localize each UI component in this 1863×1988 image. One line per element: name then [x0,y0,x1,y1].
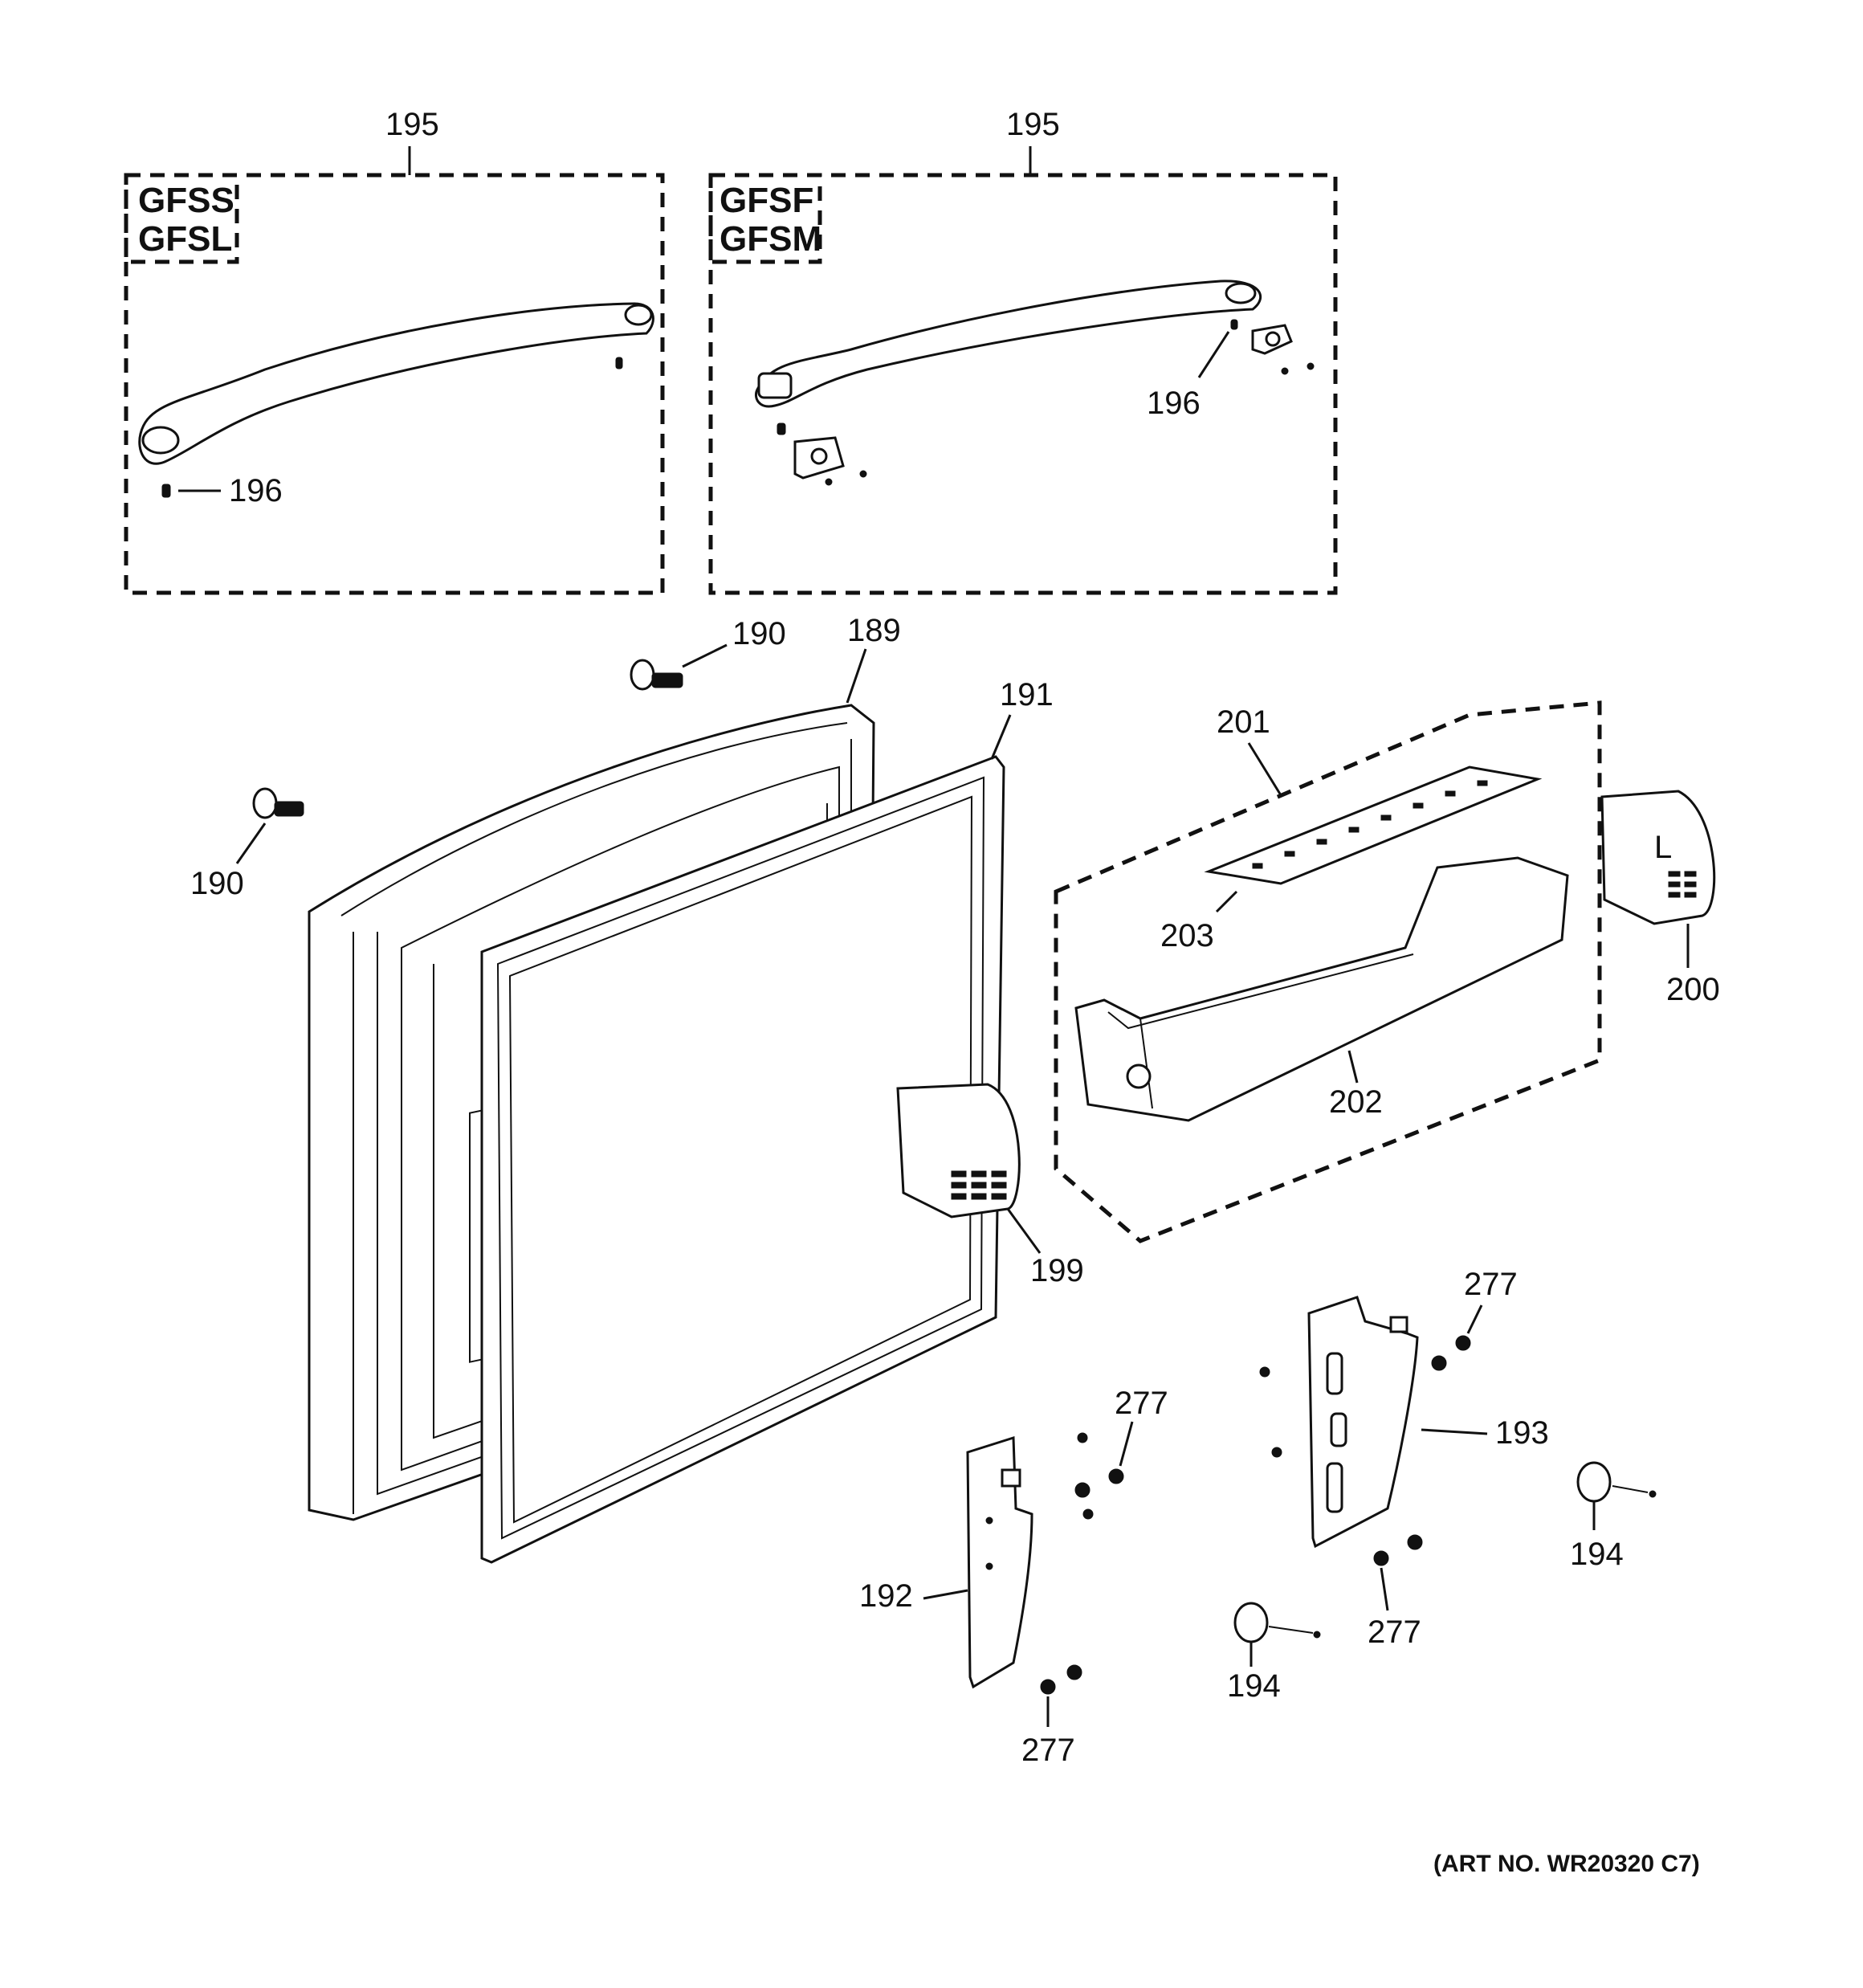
callout-195-right: 195 [1006,107,1060,142]
group-box-left [124,173,665,595]
plug-left-piece [161,484,171,498]
callout-194-left: 194 [1227,1668,1281,1704]
door-handle-right [755,280,1262,408]
hinge-bracket-left: 192 277 277 [859,1386,1168,1768]
callout-191: 191 [1000,677,1054,712]
callout-203: 203 [1160,918,1214,953]
handle-kit-left: GFSS GFSL 195 196 [124,107,665,595]
callout-196-left: 196 [229,473,283,508]
callout-196-right: 196 [1147,386,1201,421]
bin-assembly-outline [1054,700,1602,1243]
model-label-gfss: GFSS [138,181,234,220]
door-bin-assembly: 201 203 202 [1054,700,1602,1243]
art-number: (ART NO. WR20320 C7) [1433,1851,1700,1877]
svg-text:L: L [1654,830,1672,865]
trim-cap-right: L 200 [1600,790,1720,1007]
callout-201: 201 [1217,704,1270,740]
model-tag-left [124,173,239,264]
callout-277-a: 277 [1115,1386,1168,1421]
group-box-right [708,173,1338,595]
door-screw-top [630,659,683,691]
callout-277-b: 277 [1021,1733,1075,1768]
callout-277-c: 277 [1464,1267,1518,1302]
plug-right-piece [615,357,623,369]
callout-192: 192 [859,1578,913,1614]
door-handle-left [138,302,654,465]
door-assembly: 191 189 190 190 [190,613,1054,1564]
callout-195-left: 195 [385,107,439,142]
model-tag-right [708,173,822,264]
callout-194-right: 194 [1570,1537,1624,1572]
callout-190-left: 190 [190,866,244,901]
trim-cap-center: 199 [896,1083,1084,1288]
callout-193: 193 [1495,1415,1549,1451]
callout-277-d: 277 [1368,1614,1421,1650]
callout-190-top: 190 [732,616,786,651]
callout-200: 200 [1666,972,1720,1007]
callout-202: 202 [1329,1084,1383,1120]
model-label-gfsf: GFSF [720,181,813,220]
callout-189: 189 [847,613,901,648]
callout-199: 199 [1030,1253,1084,1288]
door-bin [1074,856,1569,1122]
model-label-gfsl: GFSL [138,219,232,259]
door-stopper-left: 194 [1227,1602,1321,1704]
hinge-bracket-right: 277 193 277 [1259,1267,1549,1650]
model-label-gfsm: GFSM [720,219,821,259]
handle-kit-right: GFSF GFSM 195 196 [708,107,1338,595]
door-screw-left [252,787,304,819]
door-stopper-right: 194 [1570,1461,1657,1572]
